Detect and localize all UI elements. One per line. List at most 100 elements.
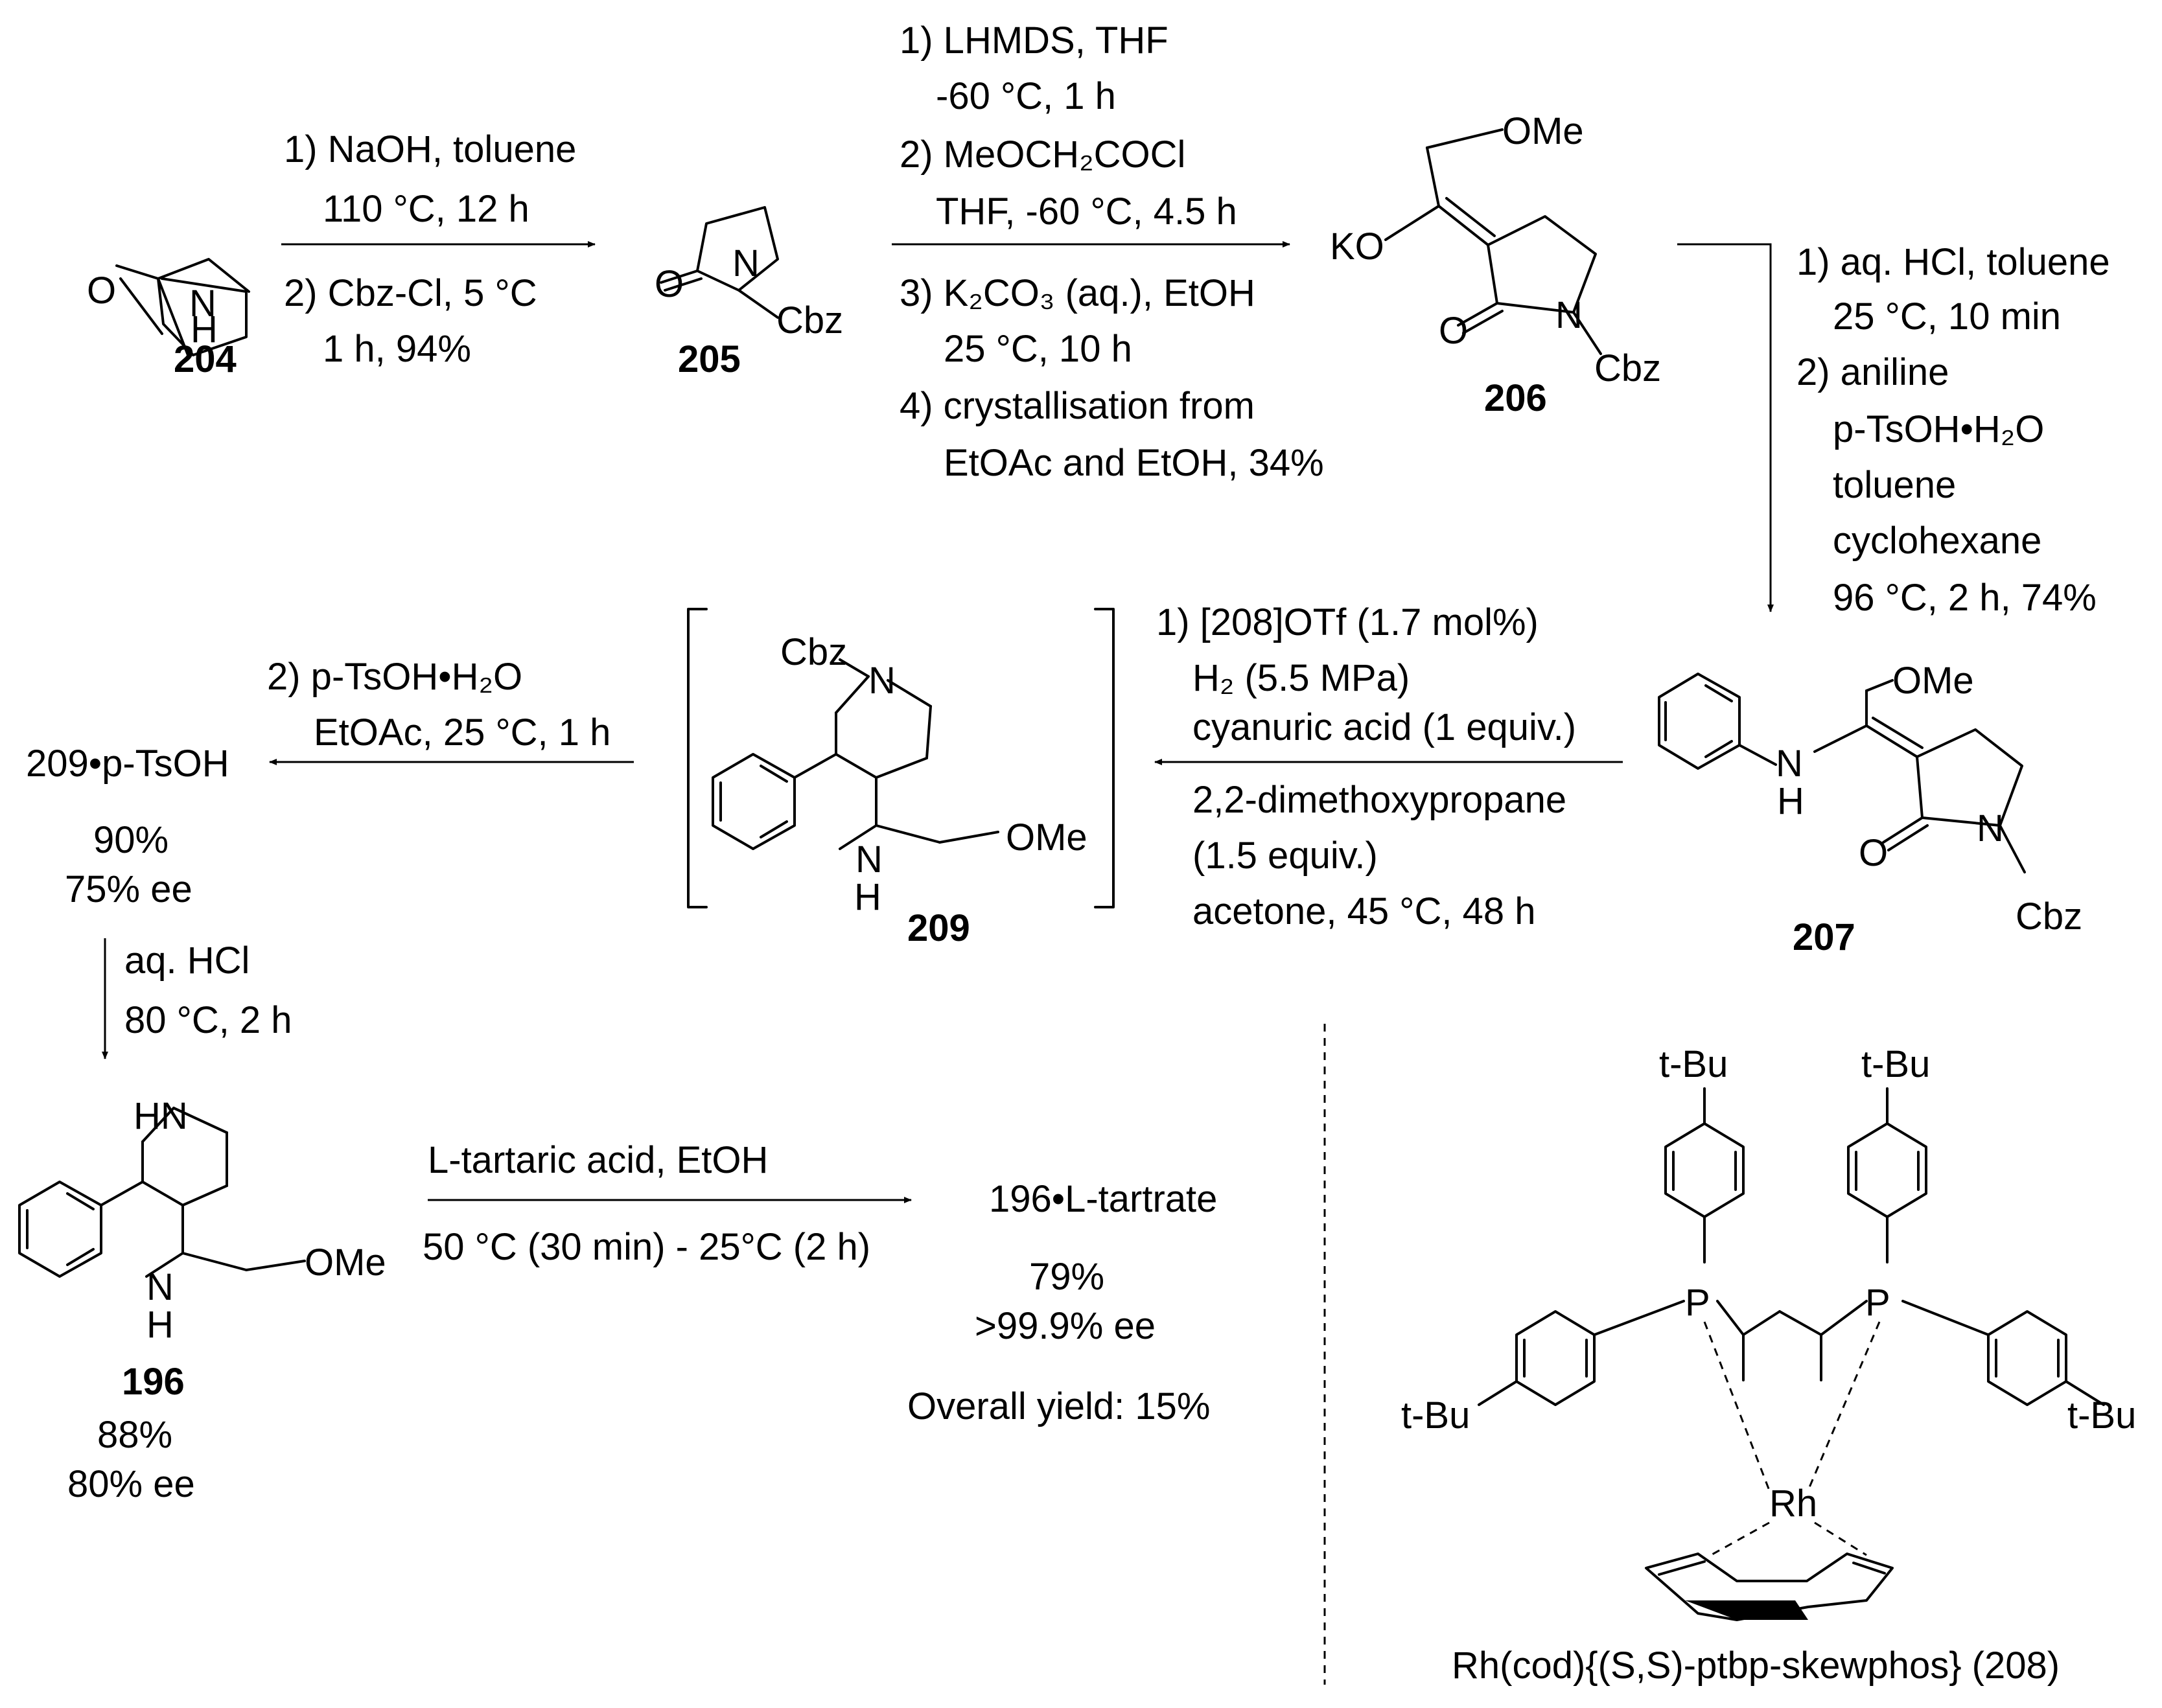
cond-text: 2) Cbz-Cl, 5 °C: [284, 272, 537, 314]
atom-cbz: Cbz: [776, 299, 843, 341]
atom-ome: OMe: [1502, 110, 1584, 152]
conditions-step-6: aq. HCl 80 °C, 2 h: [124, 940, 292, 1041]
cond-text: cyclohexane: [1833, 520, 2041, 562]
compound-207: OMe N H O N Cbz 207: [1658, 660, 2082, 958]
cond-text: p-TsOH•H₂O: [1833, 408, 2044, 450]
compound-label-207: 207: [1793, 916, 1855, 958]
atom-hn: HN: [134, 1095, 188, 1137]
atom-ome: OMe: [1006, 816, 1087, 859]
cond-text: -60 °C, 1 h: [936, 75, 1116, 117]
bracket-right: [1094, 608, 1115, 908]
tbu-label: t-Bu: [1861, 1043, 1930, 1085]
cond-text: 80 °C, 2 h: [124, 999, 292, 1041]
atom-o: O: [87, 270, 116, 312]
cond-text: 25 °C, 10 min: [1833, 295, 2061, 338]
cond-text: 110 °C, 12 h: [323, 188, 529, 230]
cond-text: 1) LHMDS, THF: [900, 19, 1168, 62]
compound-196: HN N H OMe 196 88% 80% ee: [18, 1095, 386, 1505]
atom-cbz: Cbz: [780, 631, 847, 673]
salt-label: 209•p-TsOH: [26, 743, 229, 785]
compound-label-204: 204: [174, 338, 237, 380]
cond-text: 2) aniline: [1796, 351, 1949, 393]
cond-text: 2) MeOCH₂COCl: [900, 133, 1185, 176]
reaction-arrow-3: [1677, 243, 1774, 612]
salt-209: 209•p-TsOH 90% 75% ee: [26, 743, 229, 910]
cond-text: THF, -60 °C, 4.5 h: [936, 190, 1237, 233]
cond-text: 4) crystallisation from: [900, 385, 1255, 427]
cond-text: 1) NaOH, toluene: [284, 128, 576, 170]
atom-p: P: [1865, 1282, 1890, 1324]
cond-text: 1) [208]OTf (1.7 mol%): [1156, 601, 1539, 643]
conditions-step-5: 2) p-TsOH•H₂O EtOAc, 25 °C, 1 h: [267, 656, 610, 754]
conditions-step-7: L-tartaric acid, EtOH 50 °C (30 min) - 2…: [423, 1139, 870, 1268]
tartrate-label: 196•L-tartrate: [989, 1178, 1217, 1220]
tbu-label: t-Bu: [1659, 1043, 1728, 1085]
tartrate-yield: 79%: [1029, 1256, 1104, 1298]
conditions-step-1: 1) NaOH, toluene 110 °C, 12 h 2) Cbz-Cl,…: [284, 128, 576, 370]
product-196-ee: 80% ee: [67, 1463, 195, 1505]
cond-text: EtOAc and EtOH, 34%: [944, 442, 1324, 484]
cond-text: 2,2-dimethoxypropane: [1192, 779, 1566, 821]
cond-text: EtOAc, 25 °C, 1 h: [314, 711, 610, 754]
compound-label-196: 196: [122, 1361, 185, 1403]
compound-label-209: 209: [907, 907, 970, 949]
cond-text: 2) p-TsOH•H₂O: [267, 656, 522, 698]
atom-ko: KO: [1330, 225, 1384, 268]
compound-209: Cbz N N H OMe 209: [687, 608, 1115, 949]
bracket-left: [687, 608, 708, 908]
cond-text: toluene: [1833, 464, 1956, 506]
atom-n: N: [1776, 743, 1803, 785]
cond-text: acetone, 45 °C, 48 h: [1192, 890, 1535, 932]
atom-cbz: Cbz: [1594, 347, 1661, 389]
cond-text: (1.5 equiv.): [1192, 835, 1378, 877]
atom-n: N: [146, 1266, 174, 1308]
cond-text: 1) aq. HCl, toluene: [1796, 241, 2110, 283]
cond-text: 96 °C, 2 h, 74%: [1833, 577, 2097, 619]
cond-text: L-tartaric acid, EtOH: [428, 1139, 768, 1181]
atom-rh: Rh: [1769, 1483, 1817, 1525]
cond-text: 25 °C, 10 h: [944, 328, 1132, 370]
atom-ome: OMe: [305, 1241, 386, 1284]
conditions-step-2: 1) LHMDS, THF -60 °C, 1 h 2) MeOCH₂COCl …: [900, 19, 1324, 484]
atom-cbz: Cbz: [2016, 895, 2082, 938]
overall-yield: Overall yield: 15%: [907, 1385, 1210, 1427]
tbu-label: t-Bu: [1401, 1394, 1470, 1437]
compound-205: O N Cbz 205: [655, 206, 843, 380]
atom-h: H: [1777, 780, 1804, 822]
salt-ee: 75% ee: [65, 868, 192, 910]
tartrate-salt: 196•L-tartrate 79% >99.9% ee Overall yie…: [907, 1178, 1217, 1427]
product-196-yield: 88%: [97, 1414, 172, 1456]
tartrate-ee: >99.9% ee: [975, 1305, 1156, 1347]
cond-text: aq. HCl: [124, 940, 250, 982]
compound-label-206: 206: [1484, 377, 1547, 419]
cond-text: 3) K₂CO₃ (aq.), EtOH: [900, 272, 1255, 314]
salt-yield: 90%: [93, 819, 169, 861]
atom-ome: OMe: [1892, 660, 1974, 702]
atom-h: H: [191, 308, 218, 351]
cond-text: 1 h, 94%: [323, 328, 471, 370]
compound-label-205: 205: [678, 338, 741, 380]
compound-206: OMe KO O N Cbz 206: [1330, 110, 1661, 419]
cond-text: cyanuric acid (1 equiv.): [1192, 706, 1576, 748]
cond-text: 50 °C (30 min) - 25°C (2 h): [423, 1226, 870, 1268]
tbu-label: t-Bu: [2067, 1394, 2136, 1437]
atom-n: N: [189, 283, 216, 325]
atom-n: N: [1555, 294, 1583, 336]
atom-n: N: [855, 838, 883, 881]
conditions-step-4: 1) [208]OTf (1.7 mol%) H₂ (5.5 MPa) cyan…: [1156, 601, 1576, 932]
cond-text: H₂ (5.5 MPa): [1192, 657, 1410, 699]
atom-n: N: [732, 242, 760, 284]
atom-n: N: [1977, 807, 2004, 849]
atom-p: P: [1685, 1282, 1710, 1324]
catalyst-caption: Rh(cod){(S,S)-ptbp-skewphos} (208): [1452, 1645, 2060, 1687]
atom-h: H: [854, 876, 881, 918]
atom-o: O: [655, 263, 684, 305]
conditions-step-3: 1) aq. HCl, toluene 25 °C, 10 min 2) ani…: [1796, 241, 2110, 619]
atom-h: H: [146, 1304, 174, 1346]
atom-n: N: [868, 660, 896, 702]
catalyst-208: t-Bu t-Bu t-Bu t-Bu P P Rh: [1401, 1043, 2136, 1687]
compound-204: O N H 204: [87, 258, 250, 380]
atom-o: O: [1439, 310, 1468, 352]
atom-o: O: [1859, 832, 1888, 874]
